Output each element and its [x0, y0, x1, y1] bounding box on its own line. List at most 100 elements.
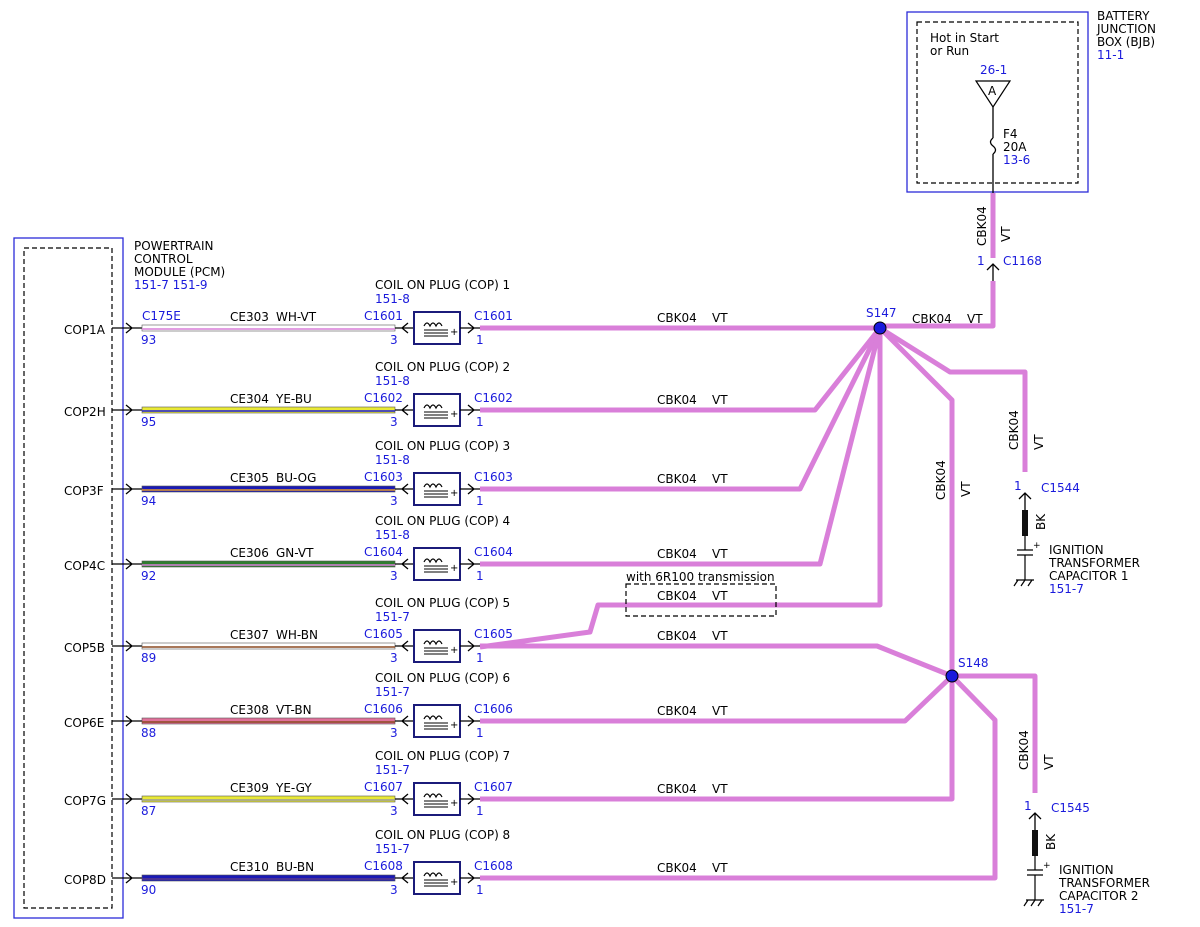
- pcm-arrow-icon: [112, 558, 142, 570]
- coil-name: COIL ON PLUG (COP) 6: [375, 671, 510, 685]
- cap-ref[interactable]: 151-7: [1049, 582, 1084, 596]
- coil-connector-in[interactable]: C1608: [364, 859, 403, 873]
- coil-ref[interactable]: 151-8: [375, 374, 410, 388]
- coil-connector-out[interactable]: C1603: [474, 470, 513, 484]
- pcm-title-3: MODULE (PCM): [134, 265, 225, 279]
- s147-label[interactable]: S147: [866, 306, 897, 320]
- coil-connector-out[interactable]: C1608: [474, 859, 513, 873]
- ignition-coil-icon: [413, 547, 461, 581]
- option-6r100: with 6R100 transmission CBK04 VT: [625, 570, 777, 617]
- coil-ref[interactable]: 151-7: [375, 842, 410, 856]
- pcm-wire-pin: 92: [141, 569, 156, 583]
- coil-connector-out[interactable]: C1601: [474, 309, 513, 323]
- coil-connector-in[interactable]: C1602: [364, 391, 403, 405]
- s148-branches: S148: [480, 643, 1038, 881]
- branch-c1602: [480, 326, 882, 413]
- coil-in-arrow-icon: [395, 640, 414, 652]
- pcm-ref[interactable]: 151-7 151-9: [134, 278, 208, 292]
- coil-pin-in: 3: [390, 569, 398, 583]
- pcm-arrow-icon: [112, 715, 142, 727]
- s148-label[interactable]: S148: [958, 656, 989, 670]
- coil-connector-out[interactable]: C1605: [474, 627, 513, 641]
- wire-circuit: CE309: [230, 781, 269, 795]
- pcm-wire-pin: 95: [141, 415, 156, 429]
- coil-out-arrow-icon: [460, 872, 480, 884]
- out-circuit: CBK04: [657, 393, 697, 407]
- coil-ref[interactable]: 151-8: [375, 292, 410, 306]
- coil-connector-in[interactable]: C1606: [364, 702, 403, 716]
- hot-label-2: or Run: [930, 44, 969, 58]
- bus-ref[interactable]: 26-1: [980, 63, 1007, 77]
- cap-connector[interactable]: C1544: [1041, 481, 1080, 495]
- coil-ref[interactable]: 151-7: [375, 610, 410, 624]
- pcm-arrow-icon: [112, 872, 142, 884]
- cap-pin: 1: [1024, 799, 1032, 813]
- coil-pin-in: 3: [390, 494, 398, 508]
- out-circuit: CBK04: [657, 547, 697, 561]
- feed-connector[interactable]: C1168: [1003, 254, 1042, 268]
- coil-connector-out[interactable]: C1607: [474, 780, 513, 794]
- branch-c1608: [480, 674, 998, 881]
- fuse-ref[interactable]: 13-6: [1003, 153, 1030, 167]
- coil-connector-in[interactable]: C1605: [364, 627, 403, 641]
- coil-ref[interactable]: 151-7: [375, 685, 410, 699]
- coil-connector-in[interactable]: C1601: [364, 309, 403, 323]
- coil-connector-out[interactable]: C1604: [474, 545, 513, 559]
- wire-circuit: CE304: [230, 392, 269, 406]
- out-color: VT: [712, 782, 728, 796]
- ignition-coil-icon: [413, 393, 461, 427]
- coil-out-arrow-icon: [460, 558, 480, 570]
- bjb-title-2: JUNCTION: [1096, 22, 1156, 36]
- out-color: VT: [712, 629, 728, 643]
- pcm-wire-pin: 93: [141, 333, 156, 347]
- coil-ref[interactable]: 151-7: [375, 763, 410, 777]
- branch-c1605-option: [479, 328, 883, 650]
- coil-out-arrow-icon: [460, 640, 480, 652]
- out-color: VT: [712, 311, 728, 325]
- ignition-coil-icon: [413, 704, 461, 738]
- out-circuit: CBK04: [657, 311, 697, 325]
- cap-connector[interactable]: C1545: [1051, 801, 1090, 815]
- bjb-title-1: BATTERY: [1097, 9, 1150, 23]
- cap-title-1: IGNITION: [1059, 863, 1114, 877]
- branch-c1607: [480, 676, 955, 802]
- coil-connector-out[interactable]: C1606: [474, 702, 513, 716]
- coil-pin-out: 1: [476, 651, 484, 665]
- wire-circuit: CE305: [230, 471, 269, 485]
- cap-title-3: CAPACITOR 1: [1049, 569, 1129, 583]
- cap-plus-icon: +: [1043, 861, 1051, 871]
- pcm-wire-pin: 88: [141, 726, 156, 740]
- coil-connector-in[interactable]: C1607: [364, 780, 403, 794]
- ignition-coil-icon: [413, 472, 461, 506]
- coil-ref[interactable]: 151-8: [375, 453, 410, 467]
- coil-connector-in[interactable]: C1604: [364, 545, 403, 559]
- cap-color: VT: [1042, 754, 1056, 770]
- coil-connector-in[interactable]: C1603: [364, 470, 403, 484]
- out-color: VT: [712, 547, 728, 561]
- cap-ref[interactable]: 151-7: [1059, 902, 1094, 916]
- coil-connector-out[interactable]: C1602: [474, 391, 513, 405]
- coil-ref[interactable]: 151-8: [375, 528, 410, 542]
- battery-junction-box: BATTERY JUNCTION BOX (BJB) 11-1 Hot in S…: [906, 9, 1156, 196]
- out-circuit: CBK04: [657, 704, 697, 718]
- feed-lower-color: VT: [967, 312, 983, 326]
- bjb-ref[interactable]: 11-1: [1097, 48, 1124, 62]
- coil-pin-out: 1: [476, 415, 484, 429]
- cap-lead-color: BK: [1034, 513, 1048, 530]
- pcm-title-1: POWERTRAIN: [134, 239, 214, 253]
- cap-connector-icon: [1018, 492, 1032, 510]
- wire-circuit: CE303: [230, 310, 269, 324]
- pcm-pin-2: COP2H: [64, 405, 106, 419]
- coil-name: COIL ON PLUG (COP) 2: [375, 360, 510, 374]
- pcm-connector[interactable]: C175E: [142, 309, 181, 323]
- wire-color: YE-GY: [275, 781, 312, 795]
- bus-letter: A: [988, 84, 997, 98]
- wire-circuit: CE308: [230, 703, 269, 717]
- wire-ce307: [141, 642, 396, 650]
- s147-branches: S147 CBK04 VT: [479, 306, 1028, 676]
